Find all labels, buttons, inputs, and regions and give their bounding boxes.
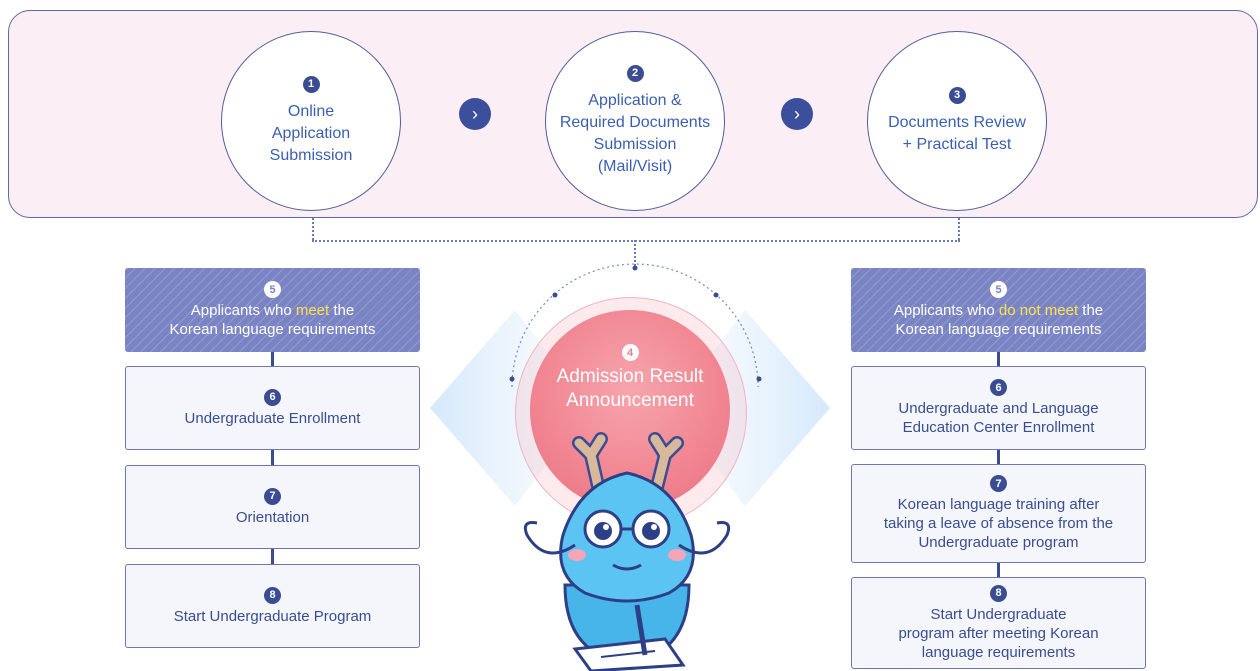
right-step-7-box: 7 Korean language training after taking … (851, 464, 1146, 563)
highlight-text: do not meet (998, 302, 1079, 319)
header-prefix: Applicants who (190, 302, 296, 319)
step-number-badge: 6 (990, 379, 1007, 396)
box-label-line: taking a leave of absence from the (883, 515, 1114, 532)
connector-line (312, 240, 960, 242)
step-label-line: Submission (593, 135, 677, 153)
dragon-mascot-illustration (523, 432, 731, 671)
highlight-text: meet (295, 302, 330, 319)
step-number-badge: 1 (302, 75, 320, 93)
step-label-line: Application (271, 124, 351, 142)
chevron-right-icon: › (459, 98, 491, 130)
box-label-line: Start Undergraduate Program (173, 607, 372, 625)
box-label-line: program after meeting Korean (898, 624, 1099, 642)
right-header-box: 5 Applicants who do not meet the Korean … (851, 268, 1146, 352)
step-number-badge: 2 (626, 64, 644, 82)
arc-decoration (509, 263, 762, 388)
left-header-box: 5 Applicants who meet the Korean languag… (125, 268, 420, 352)
header-text: Applicants who meet the (191, 301, 354, 320)
left-step-6-box: 6 Undergraduate Enrollment (125, 366, 420, 450)
step-label-line: Submission (269, 146, 353, 164)
step-number-badge: 7 (264, 487, 281, 505)
step-number-badge: 8 (264, 586, 281, 604)
step-label-line: Required Documents (559, 113, 711, 131)
box-label-line: language requirements (921, 643, 1076, 661)
header-suffix: the (1078, 302, 1104, 319)
connector-line (997, 352, 1000, 366)
step-number-badge: 5 (990, 281, 1007, 298)
box-label-line: Undergraduate Enrollment (184, 409, 361, 427)
connector-line (271, 352, 274, 366)
connector-line (958, 218, 960, 240)
step-number-badge: 8 (990, 584, 1007, 602)
header-text-line2: Korean language requirements (895, 321, 1102, 338)
step-number-badge: 3 (948, 86, 966, 104)
header-suffix: the (329, 302, 355, 319)
connector-line (997, 450, 1000, 464)
left-step-7-box: 7 Orientation (125, 465, 420, 549)
step-label-line: Online (287, 102, 335, 120)
step-1-circle: 1 Online Application Submission (221, 31, 401, 211)
box-label-line: Education Center Enrollment (902, 419, 1095, 436)
step-3-circle: 3 Documents Review + Practical Test (867, 31, 1047, 211)
box-label-line: Orientation (235, 508, 310, 526)
right-step-6-box: 6 Undergraduate and Language Education C… (851, 366, 1146, 450)
left-step-8-box: 8 Start Undergraduate Program (125, 564, 420, 648)
step-label-line: Documents Review (888, 113, 1026, 131)
step-number-badge: 5 (264, 281, 281, 298)
result-label-line: Admission Result (556, 366, 704, 387)
box-label-line: Undergraduate program (918, 534, 1079, 551)
right-step-8-box: 8 Start Undergraduate program after meet… (851, 577, 1146, 669)
step-number-badge: 6 (264, 388, 281, 406)
connector-line (634, 240, 636, 270)
step-label-line: (Mail/Visit) (597, 157, 673, 175)
box-label-line: Start Undergraduate (930, 605, 1067, 623)
connector-line (271, 549, 274, 564)
step-2-circle: 2 Application & Required Documents Submi… (545, 31, 725, 211)
step-number-badge: 7 (990, 475, 1007, 492)
connector-line (997, 563, 1000, 577)
box-label-line: Korean language training after (897, 496, 1100, 513)
step-number-badge: 4 (621, 344, 639, 361)
connector-line (312, 218, 314, 240)
step-label-line: Application & (588, 91, 682, 109)
header-text: Applicants who do not meet the (894, 301, 1103, 320)
application-steps-panel: 1 Online Application Submission › 2 Appl… (8, 10, 1258, 218)
result-label-line: Announcement (566, 390, 694, 411)
chevron-right-icon: › (781, 98, 813, 130)
connector-line (271, 450, 274, 465)
header-prefix: Applicants who (893, 302, 999, 319)
step-label-line: + Practical Test (902, 135, 1012, 153)
box-label-line: Undergraduate and Language (898, 400, 1099, 417)
header-text-line2: Korean language requirements (169, 321, 376, 338)
